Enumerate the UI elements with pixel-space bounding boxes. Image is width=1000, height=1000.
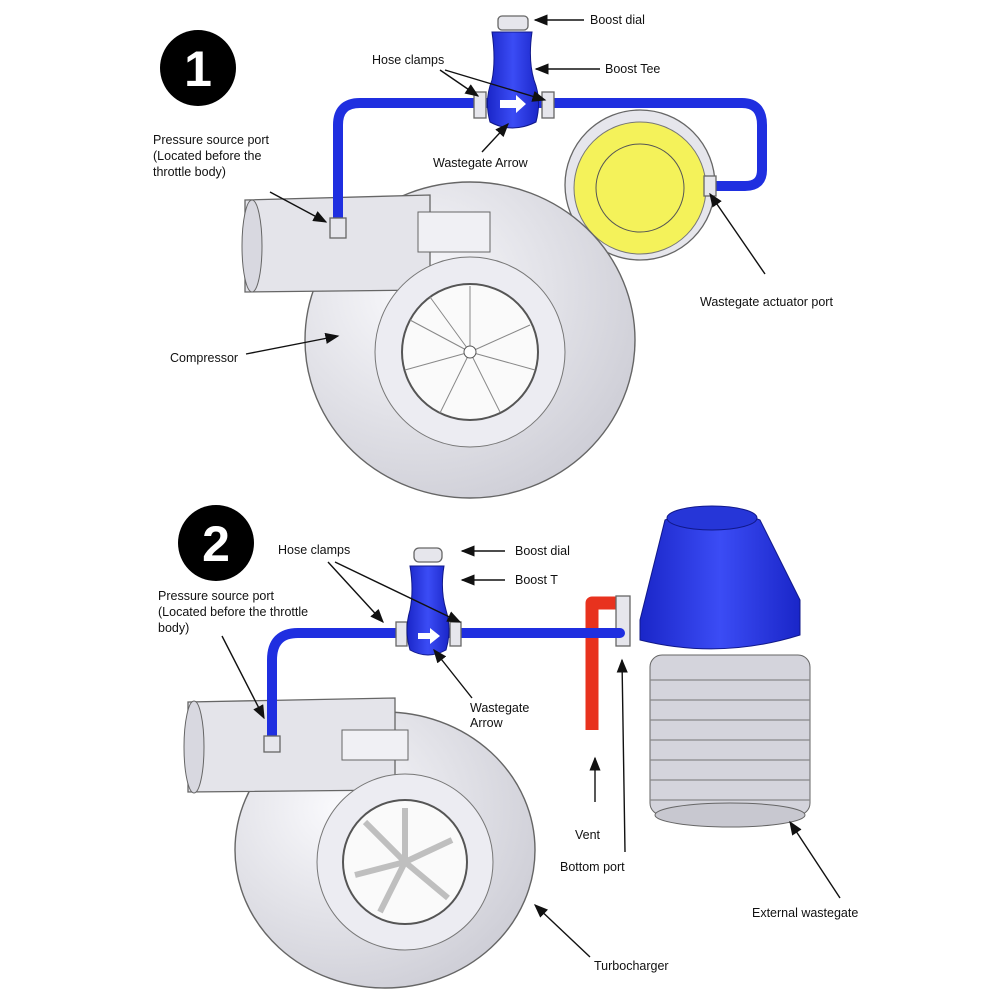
wastegate-actuator (564, 109, 716, 261)
step-badge-2: 2 (178, 505, 254, 581)
label-pressure-source-1: Pressure source port (Located before the… (153, 133, 270, 179)
label-boost-dial-2: Boost dial (515, 544, 570, 558)
label-pressure-source-2: Pressure source port (Located before the… (158, 589, 308, 635)
bottom-port-fitting (615, 595, 631, 647)
label-vent: Vent (575, 828, 601, 842)
svg-text:throttle body): throttle body) (153, 165, 226, 179)
svg-text:Pressure source port: Pressure source port (158, 589, 275, 603)
label-external-wastegate: External wastegate (752, 906, 858, 920)
boost-tee-1 (473, 15, 555, 129)
pressure-source-fitting-2 (263, 735, 281, 753)
label-wastegate-arrow-2: Wastegate Arrow (470, 701, 529, 730)
diagram-2: 2 Hose (158, 505, 858, 989)
svg-text:Pressure source port: Pressure source port (153, 133, 270, 147)
boost-hose-2 (267, 628, 625, 747)
label-turbocharger: Turbocharger (594, 959, 669, 973)
turbocharger-housing (183, 697, 536, 989)
svg-text:(Located before the throttle: (Located before the throttle (158, 605, 308, 619)
label-compressor: Compressor (170, 351, 238, 365)
svg-text:Arrow: Arrow (470, 716, 504, 730)
label-boost-t: Boost T (515, 573, 558, 587)
vent-pipe (585, 596, 620, 730)
svg-text:2: 2 (202, 516, 230, 572)
boost-hose-1 (333, 98, 767, 233)
boost-tee-2 (395, 547, 462, 656)
step-badge-1: 1 (160, 30, 236, 106)
diagram-1: 1 Boost dial Boost Tee Hose cl (153, 13, 833, 499)
actuator-port-fitting (703, 175, 717, 197)
label-wastegate-arrow-1: Wastegate Arrow (433, 156, 529, 170)
compressor-housing (241, 181, 636, 499)
svg-text:body): body) (158, 621, 189, 635)
label-boost-tee-1: Boost Tee (605, 62, 660, 76)
label-actuator-port: Wastegate actuator port (700, 295, 833, 309)
svg-text:Wastegate: Wastegate (470, 701, 529, 715)
svg-text:(Located before the: (Located before the (153, 149, 261, 163)
pressure-source-fitting (329, 217, 347, 239)
label-hose-clamps-1: Hose clamps (372, 53, 444, 67)
label-bottom-port: Bottom port (560, 860, 625, 874)
external-wastegate (639, 505, 811, 828)
label-boost-dial-1: Boost dial (590, 13, 645, 27)
label-hose-clamps-2: Hose clamps (278, 543, 350, 557)
svg-text:1: 1 (184, 41, 212, 97)
